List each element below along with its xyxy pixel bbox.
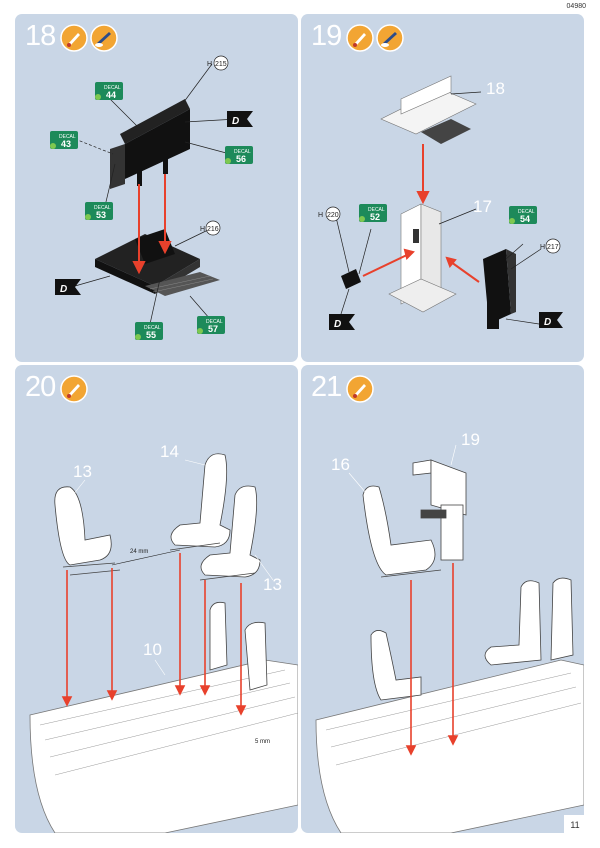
svg-text:DECAL: DECAL [368, 207, 385, 213]
step-number: 18 [25, 20, 56, 52]
step-21-panel: 21 [301, 365, 584, 833]
part-number-18: 18 [486, 79, 505, 98]
svg-text:43: 43 [61, 139, 71, 149]
d-flag: D [329, 314, 355, 330]
svg-text:D: D [232, 116, 239, 127]
paint-brush-icon [90, 24, 118, 52]
svg-text:DECAL: DECAL [104, 85, 121, 91]
part-number-16: 16 [331, 455, 350, 474]
part-small-bracket [341, 269, 361, 289]
step-icons [346, 375, 374, 403]
h-label: H [207, 61, 212, 68]
svg-text:D: D [60, 284, 67, 295]
part-18 [380, 75, 477, 144]
svg-text:53: 53 [96, 210, 106, 220]
svg-text:52: 52 [370, 212, 380, 222]
dimension-5mm: 5 mm [255, 739, 270, 745]
svg-text:DECAL: DECAL [59, 134, 76, 140]
part-number-14: 14 [160, 442, 179, 461]
assembly-arrows [405, 563, 459, 756]
floor-part-20 [315, 659, 584, 833]
step-number: 19 [311, 20, 342, 52]
step-18-panel: 18 [15, 14, 298, 362]
part-number-10: 10 [143, 640, 162, 659]
floor-part-10 [29, 659, 298, 833]
h-label: H [200, 226, 205, 233]
part-number-19: 19 [461, 430, 480, 449]
assembly-arrows [132, 174, 172, 275]
installed-seats [370, 577, 574, 701]
svg-text:54: 54 [520, 214, 530, 224]
part-number-13: 13 [263, 575, 282, 594]
dimension-24mm: 24 mm [130, 549, 148, 555]
step-number: 21 [311, 371, 342, 403]
h-number: 217 [547, 244, 559, 251]
step-icons [346, 24, 404, 52]
h-number: 215 [215, 61, 227, 68]
svg-text:D: D [334, 319, 341, 330]
step-20-panel: 20 [15, 365, 298, 833]
step-19-panel: 19 [301, 14, 584, 362]
svg-text:57: 57 [208, 324, 218, 334]
svg-text:DECAL: DECAL [144, 325, 161, 331]
glue-brush-icon [60, 375, 88, 403]
glue-brush-icon [60, 24, 88, 52]
glue-brush-icon [346, 375, 374, 403]
d-flag: D [227, 111, 253, 127]
h-number: 216 [207, 226, 219, 233]
installed-seats [209, 601, 268, 691]
h-label: H [540, 244, 545, 251]
svg-text:44: 44 [106, 90, 116, 100]
seat-part-14 [169, 453, 231, 551]
seat-part-13-left [54, 486, 121, 576]
d-flag: D [539, 312, 563, 328]
part-17 [388, 203, 457, 313]
step-icons [60, 24, 118, 52]
part-number-17: 17 [473, 197, 492, 216]
svg-text:D: D [544, 317, 551, 328]
d-flag: D [55, 279, 81, 295]
seat-part-16 [362, 485, 442, 578]
step-21-illustration: 16 19 20 [315, 430, 584, 833]
part-number-20: 20 [501, 788, 520, 807]
paint-brush-icon [376, 24, 404, 52]
seat-back-part [110, 99, 190, 189]
assembly-arrows [362, 144, 480, 283]
step-number: 20 [25, 371, 56, 403]
svg-text:DECAL: DECAL [518, 209, 535, 215]
seat-base-part [95, 229, 220, 296]
seat-part-13-right [199, 485, 261, 581]
document-code: 04980 [566, 3, 586, 10]
svg-text:56: 56 [236, 154, 246, 164]
assembly-arrows [61, 553, 247, 716]
glue-brush-icon [346, 24, 374, 52]
step-20-illustration: 24 mm 5 mm 13 14 13 10 [29, 442, 298, 833]
h-label: H [318, 212, 323, 219]
console-part-19 [412, 459, 467, 561]
step-icons [60, 375, 88, 403]
svg-text:DECAL: DECAL [94, 205, 111, 211]
svg-text:55: 55 [146, 330, 156, 340]
svg-text:DECAL: DECAL [234, 149, 251, 155]
svg-text:DECAL: DECAL [206, 319, 223, 325]
h-number: 220 [327, 212, 339, 219]
part-black-panel [483, 249, 516, 329]
page-number: 11 [564, 815, 586, 835]
part-number-13: 13 [73, 462, 92, 481]
